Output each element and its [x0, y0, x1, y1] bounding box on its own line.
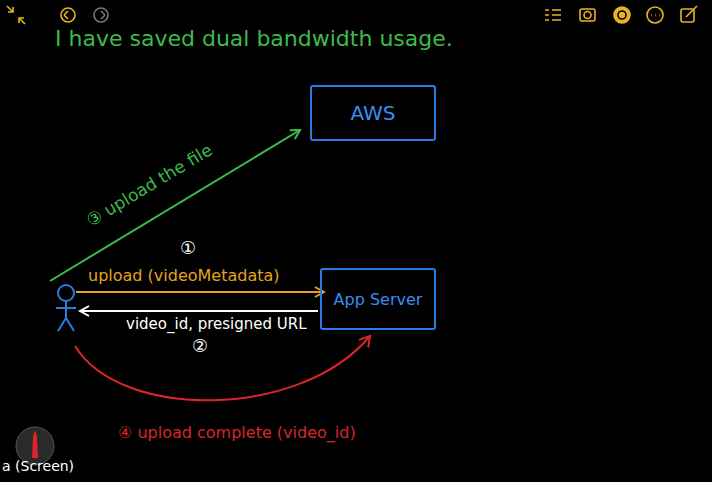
- metadata-arrow: [76, 291, 324, 293]
- callout-number: ②: [192, 336, 208, 357]
- server-box: App Server: [320, 268, 436, 330]
- response-arrow: [80, 310, 318, 312]
- arrow-label: upload (videoMetadata): [88, 267, 280, 285]
- box-label: App Server: [334, 290, 423, 309]
- step-label: ③ upload the file: [83, 141, 216, 231]
- callout-number: ①: [180, 238, 196, 259]
- toolbar-icons: [7, 6, 697, 24]
- title-note: I have saved dual bandwidth usage.: [55, 26, 453, 51]
- complete-arrow: [75, 336, 370, 400]
- arrow-label: video_id, presigned URL: [126, 316, 307, 333]
- screen-caption: a (Screen): [2, 458, 74, 474]
- user-stick-figure: [56, 285, 76, 331]
- box-label: AWS: [350, 101, 395, 125]
- upload-file-arrow: [50, 130, 300, 281]
- step-label: ④ upload complete (video_id): [118, 424, 356, 442]
- server-box: AWS: [310, 85, 436, 141]
